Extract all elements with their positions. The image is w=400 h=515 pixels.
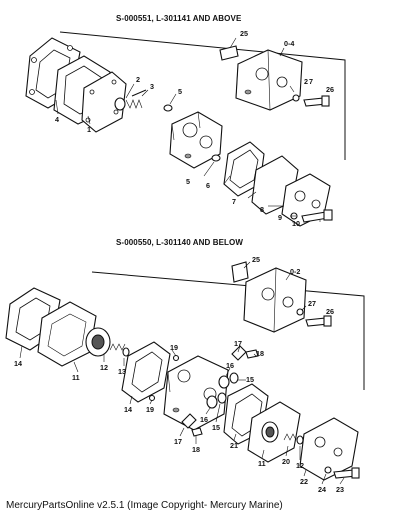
callout-13: 13 xyxy=(118,367,126,376)
callout-11-b: 11 xyxy=(258,459,266,468)
callout-16-a: 16 xyxy=(226,361,234,370)
upper-fuel-pump-cover xyxy=(235,49,303,111)
callout-16-b: 16 xyxy=(200,415,208,424)
callout-26-lower: 26 xyxy=(326,307,334,316)
callout-19-b: 19 xyxy=(146,405,154,414)
upper-pin-5a xyxy=(163,104,173,112)
callout-0-2: 0-2 xyxy=(290,267,300,276)
lower-screw-23 xyxy=(324,466,360,479)
lower-retainers xyxy=(181,345,259,437)
upper-plate-2 xyxy=(81,71,127,133)
callout-15-b: 15 xyxy=(212,423,220,432)
callout-2-upper-a: 2 xyxy=(136,75,140,84)
lower-fuel-pump-cover xyxy=(243,267,307,333)
callout-24: 24 xyxy=(318,485,326,494)
callout-7-prime: 7 xyxy=(309,77,313,86)
lower-spring-20 xyxy=(283,433,304,445)
callout-12-a: 12 xyxy=(100,363,108,372)
callout-8: 8 xyxy=(260,205,264,214)
lower-clip-25 xyxy=(231,261,249,283)
lower-spring-12 xyxy=(109,343,130,357)
callout-26-upper: 26 xyxy=(326,85,334,94)
lower-pin-19 xyxy=(148,354,180,402)
callout-4: 4 xyxy=(55,115,59,124)
callout-17-b: 17 xyxy=(174,437,182,446)
callout-23: 23 xyxy=(336,485,344,494)
callout-21: 21 xyxy=(230,441,238,450)
callout-5-upper-a: 5 xyxy=(178,87,182,96)
upper-section-heading: S-000551, L-301141 AND ABOVE xyxy=(116,14,242,23)
callout-0-4: 0-4 xyxy=(284,39,294,48)
callout-17-a: 17 xyxy=(234,339,242,348)
copyright-footer: MercuryPartsOnline v2.5.1 (Image Copyrig… xyxy=(6,500,283,511)
callout-20: 20 xyxy=(282,457,290,466)
lower-leader-lines xyxy=(19,261,345,485)
lower-valves xyxy=(206,372,239,409)
callout-10: 10 xyxy=(292,219,300,228)
callout-18-b: 18 xyxy=(192,445,200,454)
callout-5-upper-b: 5 xyxy=(186,177,190,186)
callout-25-upper: 25 xyxy=(240,29,248,38)
upper-bracket-line xyxy=(59,31,346,160)
callout-27: 27 xyxy=(308,299,316,308)
lower-screw-26 xyxy=(296,308,332,327)
lower-disc xyxy=(85,327,111,357)
callout-11-a: 11 xyxy=(72,373,80,382)
lower-section-heading: S-000550, L-301140 AND BELOW xyxy=(116,238,243,247)
callout-9: 9 xyxy=(278,213,282,222)
callout-6: 6 xyxy=(206,181,210,190)
callout-18-a: 18 xyxy=(256,349,264,358)
lower-bracket-line xyxy=(91,271,365,390)
lower-gasket-14b xyxy=(121,341,171,403)
callout-14-b: 14 xyxy=(124,405,132,414)
lower-diaphragm-11b xyxy=(247,401,301,463)
callout-3-upper: 3 xyxy=(150,82,154,91)
callout-1: 1 xyxy=(87,125,91,134)
callout-2-upper-b: 2 xyxy=(304,77,308,86)
callout-22: 22 xyxy=(300,477,308,486)
callout-7: 7 xyxy=(232,197,236,206)
callout-25-lower: 25 xyxy=(252,255,260,264)
callout-12-b: 12 xyxy=(296,461,304,470)
callout-19-a: 19 xyxy=(170,343,178,352)
upper-screw-26 xyxy=(292,94,330,107)
upper-pump-body xyxy=(169,111,223,169)
upper-spring-3 xyxy=(114,89,147,111)
lower-pump-body xyxy=(163,355,229,431)
callout-15-a: 15 xyxy=(246,375,254,384)
callout-14-a: 14 xyxy=(14,359,22,368)
upper-leader-lines xyxy=(55,37,321,222)
lower-right-cover xyxy=(299,417,359,481)
